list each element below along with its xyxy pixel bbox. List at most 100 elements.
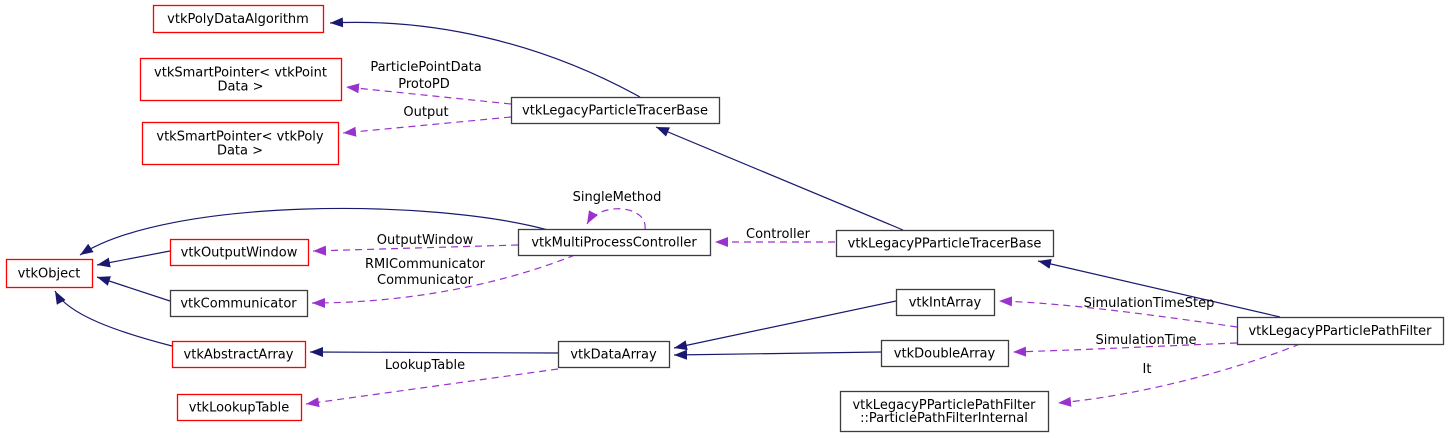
inherit-edge-line [54,290,173,347]
edge-multiProcessController-to-object [79,207,549,256]
node-label: vtkDataArray [570,348,657,363]
edge-label: It [1143,362,1152,377]
node-particlePathFilterInternal[interactable]: vtkLegacyPParticlePathFilter::ParticlePa… [839,390,1050,433]
edge-doubleArray-to-dataArray [673,349,882,360]
usage-edge-line [342,116,512,137]
edge-multiProcessController-to-outputWindow: OutputWindow [312,233,519,256]
inherit-edge-line [96,250,171,268]
inherit-edge-line [655,126,904,231]
node-outputWindow[interactable]: vtkOutputWindow [169,238,310,267]
node-label: vtkMultiProcessController [531,236,697,251]
node-label: vtkLegacyParticleTracerBase [522,104,708,119]
node-box[interactable] [839,390,1050,433]
node-box[interactable] [169,238,310,267]
usage-edge-line [305,368,559,408]
usage-edge-line [998,296,1238,328]
node-box[interactable] [171,340,307,369]
edge-label: ParticlePointData [370,60,481,75]
node-label: vtkObject [18,267,81,282]
usage-edge-line [1057,343,1301,407]
edge-legacyPParticlePathFilter-to-particlePathFilterInternal: It [1057,343,1301,407]
node-legacyParticleTracerBase[interactable]: vtkLegacyParticleTracerBase [510,96,721,125]
node-label: vtkLookupTable [189,401,289,416]
node-label: Data > [217,80,263,95]
edge-outputWindow-to-object [96,250,171,268]
edge-abstractArray-to-object [54,290,173,347]
edge-dataArray-to-lookupTable: LookupTable [305,358,559,408]
usage-edge-line [312,244,519,256]
inherit-edge-line [673,349,882,360]
node-box[interactable] [835,229,1055,258]
inherit-edge-line [673,300,897,351]
usage-edge-line [345,83,512,105]
node-box[interactable] [517,228,712,257]
node-label: Data > [217,144,263,159]
node-label: vtkSmartPointer< vtkPoint [154,66,327,81]
node-object[interactable]: vtkObject [5,258,94,289]
node-box[interactable] [895,288,996,317]
edge-multiProcessController-to-multiProcessController: SingleMethod [573,190,662,230]
node-box [1236,316,1445,346]
edge-intArray-to-dataArray [673,300,897,351]
node-legacyPParticlePathFilter: vtkLegacyPParticlePathFilter [1236,316,1445,346]
edge-communicator-to-object [96,276,171,302]
inherit-edge-line [329,17,641,98]
node-doubleArray[interactable]: vtkDoubleArray [880,339,1010,368]
node-lookupTable[interactable]: vtkLookupTable [176,393,303,422]
node-smartPointerPolyData[interactable]: vtkSmartPointer< vtkPolyData > [141,121,340,166]
node-label: vtkCommunicator [180,297,297,312]
node-box[interactable] [152,4,325,34]
edge-legacyPParticleTracerBase-to-multiProcessController: Controller [715,227,835,247]
edge-label: RMICommunicator [365,257,486,272]
node-box[interactable] [141,121,340,166]
node-label: ::ParticlePathFilterInternal [860,411,1028,426]
node-box[interactable] [139,57,343,102]
inherit-edge-line [96,276,171,302]
edge-label: SimulationTimeStep [1084,296,1215,311]
node-box[interactable] [176,393,303,422]
node-label: vtkLegacyPParticlePathFilter [852,398,1036,413]
edge-label: ProtoPD [398,77,450,92]
edge-label: LookupTable [385,358,465,373]
node-box[interactable] [880,339,1010,368]
inherit-edge-line [309,347,559,358]
node-box[interactable] [169,289,309,318]
edge-label: Communicator [377,273,474,288]
edge-legacyPParticleTracerBase-to-legacyParticleTracerBase [655,126,904,231]
edge-dataArray-to-abstractArray [309,347,559,358]
node-intArray[interactable]: vtkIntArray [895,288,996,317]
node-label: vtkPolyDataAlgorithm [167,12,309,27]
node-label: vtkLegacyPParticlePathFilter [1248,324,1432,339]
node-polyDataAlgorithm[interactable]: vtkPolyDataAlgorithm [152,4,325,34]
usage-edge-line [1012,342,1238,357]
node-box[interactable] [557,340,671,369]
edge-legacyParticleTracerBase-to-polyDataAlgorithm [329,17,641,98]
node-label: vtkSmartPointer< vtkPoly [156,130,324,145]
edge-label: Controller [746,227,811,242]
node-multiProcessController[interactable]: vtkMultiProcessController [517,228,712,257]
edge-label: SingleMethod [573,190,662,205]
node-abstractArray[interactable]: vtkAbstractArray [171,340,307,369]
usage-edge-line [311,254,576,308]
edge-label: OutputWindow [377,233,474,248]
node-communicator[interactable]: vtkCommunicator [169,289,309,318]
node-box[interactable] [510,96,721,125]
node-label: vtkLegacyPParticleTracerBase [848,237,1042,252]
node-label: vtkAbstractArray [184,348,294,363]
node-label: vtkDoubleArray [894,347,996,362]
node-dataArray[interactable]: vtkDataArray [557,340,671,369]
inherit-edge-line [1037,259,1281,318]
edge-label: SimulationTime [1095,333,1196,348]
node-legacyPParticleTracerBase[interactable]: vtkLegacyPParticleTracerBase [835,229,1055,258]
edge-label: Output [403,105,448,120]
node-box[interactable] [5,258,94,289]
edge-legacyParticleTracerBase-to-smartPointerPolyData: Output [342,105,512,137]
edge-legacyPParticlePathFilter-to-legacyPParticleTracerBase [1037,259,1281,318]
inherit-edge-line [79,207,549,256]
edge-legacyPParticlePathFilter-to-intArray: SimulationTimeStep [998,296,1238,328]
